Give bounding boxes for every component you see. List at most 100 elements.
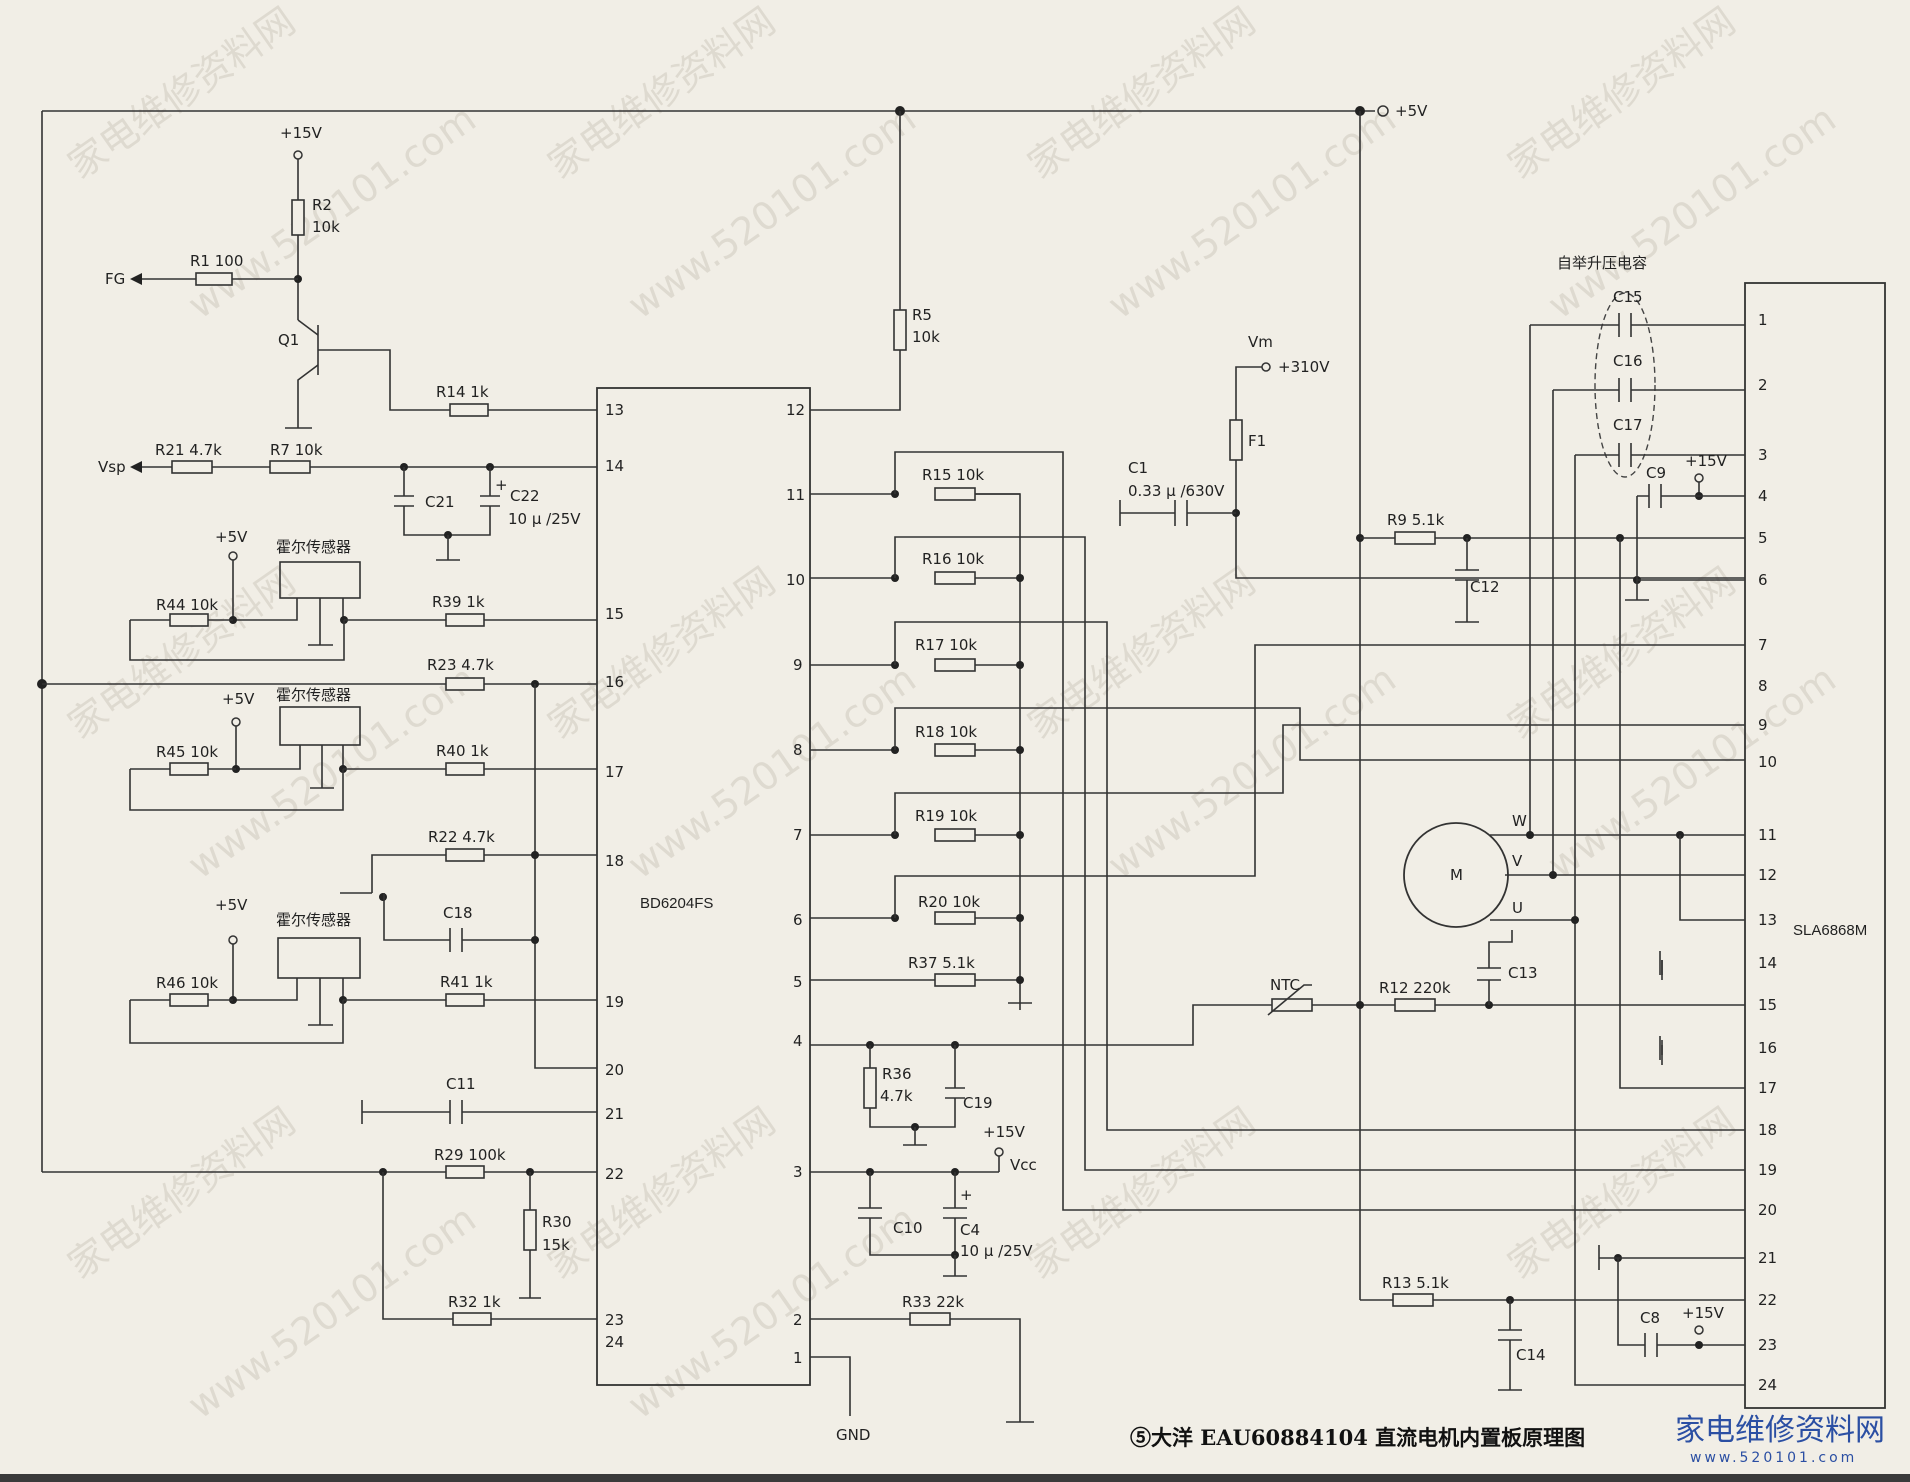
r44-label: R44 10k xyxy=(156,596,218,614)
ic1-pin: 22 xyxy=(605,1165,624,1183)
plus15-label: +15V xyxy=(1682,1304,1725,1322)
ic2-pin-11: 11 xyxy=(1758,826,1777,844)
watermark-layer: 家电维修资料网 www.520101.com 家电维修资料网 www.52010… xyxy=(60,0,1844,1427)
r16-label: R16 10k xyxy=(922,550,984,568)
watermark-text: www.520101.com xyxy=(1100,656,1404,887)
f1-label: F1 xyxy=(1248,432,1266,450)
brand-name: 家电维修资料网 xyxy=(1675,1413,1885,1448)
motor: M W V U xyxy=(1403,812,1745,1386)
c22-value: 10 μ /25V xyxy=(508,510,581,528)
r5-value: 10k xyxy=(912,328,940,346)
ic1-pin: 1 xyxy=(793,1349,803,1367)
r5-pullup: R5 10k xyxy=(810,306,940,411)
plus5-label: +5V xyxy=(215,528,248,546)
ic2-pin-16: 16 xyxy=(1758,1039,1777,1057)
c8-label: C8 xyxy=(1640,1309,1660,1327)
resistor-r40 xyxy=(445,762,485,776)
resistor-r41 xyxy=(445,993,485,1007)
ic1-pin: 11 xyxy=(786,486,805,504)
ic1-pin: 17 xyxy=(605,763,624,781)
gnd-label: GND xyxy=(836,1426,870,1444)
c22-label: C22 xyxy=(510,487,540,505)
watermark-text: 家电维修资料网 xyxy=(1500,0,1743,187)
vsp-input: Vsp R21 4.7k R7 10k C21 + C22 10 μ /25V xyxy=(98,441,597,561)
c21-label: C21 xyxy=(425,493,455,511)
resistor-r22 xyxy=(445,848,485,862)
svg-text:+: + xyxy=(495,476,508,494)
ic1-pin: 9 xyxy=(793,656,803,674)
r36-value: 4.7k xyxy=(880,1087,913,1105)
ic1-pin: 13 xyxy=(605,401,624,419)
motor-u-label: U xyxy=(1512,899,1523,917)
ic1-pin: 2 xyxy=(793,1311,803,1329)
r33-label: R33 22k xyxy=(902,1293,964,1311)
ic2-pin-23: 23 xyxy=(1758,1336,1777,1354)
ic2-pin-17: 17 xyxy=(1758,1079,1777,1097)
watermark-text: 家电维修资料网 xyxy=(1020,0,1263,187)
plus5v-rail: +5V xyxy=(41,102,1428,1300)
r2-label: R2 xyxy=(312,196,332,214)
resistor-r14 xyxy=(449,403,489,417)
c1-label: C1 xyxy=(1128,459,1148,477)
c1-value: 0.33 μ /630V xyxy=(1128,482,1225,500)
ic2-pin-9: 9 xyxy=(1758,716,1768,734)
ic2-name: SLA6868M xyxy=(1793,922,1867,939)
r9-c12: R9 5.1k C12 xyxy=(1356,511,1745,1089)
r41-label: R41 1k xyxy=(440,973,493,991)
ic1-pin: 16 xyxy=(605,673,624,691)
watermark-text: www.520101.com xyxy=(1100,96,1404,327)
watermark-text: 家电维修资料网 xyxy=(1500,559,1743,748)
r2-value: 10k xyxy=(312,218,340,236)
ic2-pin-12: 12 xyxy=(1758,866,1777,884)
ntc-r12: NTC R12 220k C13 xyxy=(1267,930,1745,1016)
ic1-pin: 3 xyxy=(793,1163,803,1181)
vcc-label: Vcc xyxy=(1010,1156,1037,1174)
ic1-pin: 12 xyxy=(786,401,805,419)
watermark-text: 家电维修资料网 xyxy=(60,0,303,187)
watermark-text: www.520101.com xyxy=(620,96,924,327)
brand-logo: 家电维修资料网 www.520101.com xyxy=(1675,1413,1885,1466)
pin22-23-net: R29 100k R30 15k R32 1k xyxy=(42,1146,597,1326)
ic1-pin: 18 xyxy=(605,852,624,870)
ic1-pin: 24 xyxy=(605,1333,624,1351)
pin18-net: R22 4.7k C18 xyxy=(340,828,597,952)
hall-label: 霍尔传感器 xyxy=(276,538,351,556)
hv-label: +310V xyxy=(1278,358,1330,376)
c19-label: C19 xyxy=(963,1094,993,1112)
r19-label: R19 10k xyxy=(915,807,977,825)
c13-label: C13 xyxy=(1508,964,1538,982)
ic2-pin-20: 20 xyxy=(1758,1201,1777,1219)
fuse-f1 xyxy=(1229,419,1243,461)
ic2-pin-3: 3 xyxy=(1758,446,1768,464)
watermark-text: 家电维修资料网 xyxy=(1020,1099,1263,1288)
hall-sensor-2: +5V 霍尔传感器 R45 10k R40 1k xyxy=(129,686,597,811)
fg-label: FG xyxy=(105,270,125,288)
ic2-pin-5: 5 xyxy=(1758,529,1768,547)
watermark-text: 家电维修资料网 xyxy=(540,559,783,748)
ic1-pin: 6 xyxy=(793,911,803,929)
watermark-text: 家电维修资料网 xyxy=(60,559,303,748)
ic-sla6868m: SLA6868M xyxy=(1744,282,1886,1409)
r21-label: R21 4.7k xyxy=(155,441,222,459)
resistor-r5 xyxy=(893,309,907,351)
ic1-pin: 19 xyxy=(605,993,624,1011)
r40-label: R40 1k xyxy=(436,742,489,760)
ic1-pin: 23 xyxy=(605,1311,624,1329)
r30-label: R30 xyxy=(542,1213,572,1231)
ic2-pin-18: 18 xyxy=(1758,1121,1777,1139)
ic1-name: BD6204FS xyxy=(640,895,713,912)
svg-text:+: + xyxy=(960,1186,973,1204)
c18-label: C18 xyxy=(443,904,473,922)
plus15-label: +15V xyxy=(1685,452,1728,470)
r32-label: R32 1k xyxy=(448,1293,501,1311)
ic2-pin-6: 6 xyxy=(1758,571,1768,589)
ic2-pin-1: 1 xyxy=(1758,311,1768,329)
vm-label: Vm xyxy=(1248,333,1273,351)
r37-label: R37 5.1k xyxy=(908,954,975,972)
ic2-pin-7: 7 xyxy=(1758,636,1768,654)
resistor-r46 xyxy=(169,993,209,1007)
hall-sensor-1: +5V 霍尔传感器 R44 10k R39 1k xyxy=(129,528,597,661)
plus5-label: +5V xyxy=(222,690,255,708)
resistor-r7 xyxy=(269,460,311,474)
